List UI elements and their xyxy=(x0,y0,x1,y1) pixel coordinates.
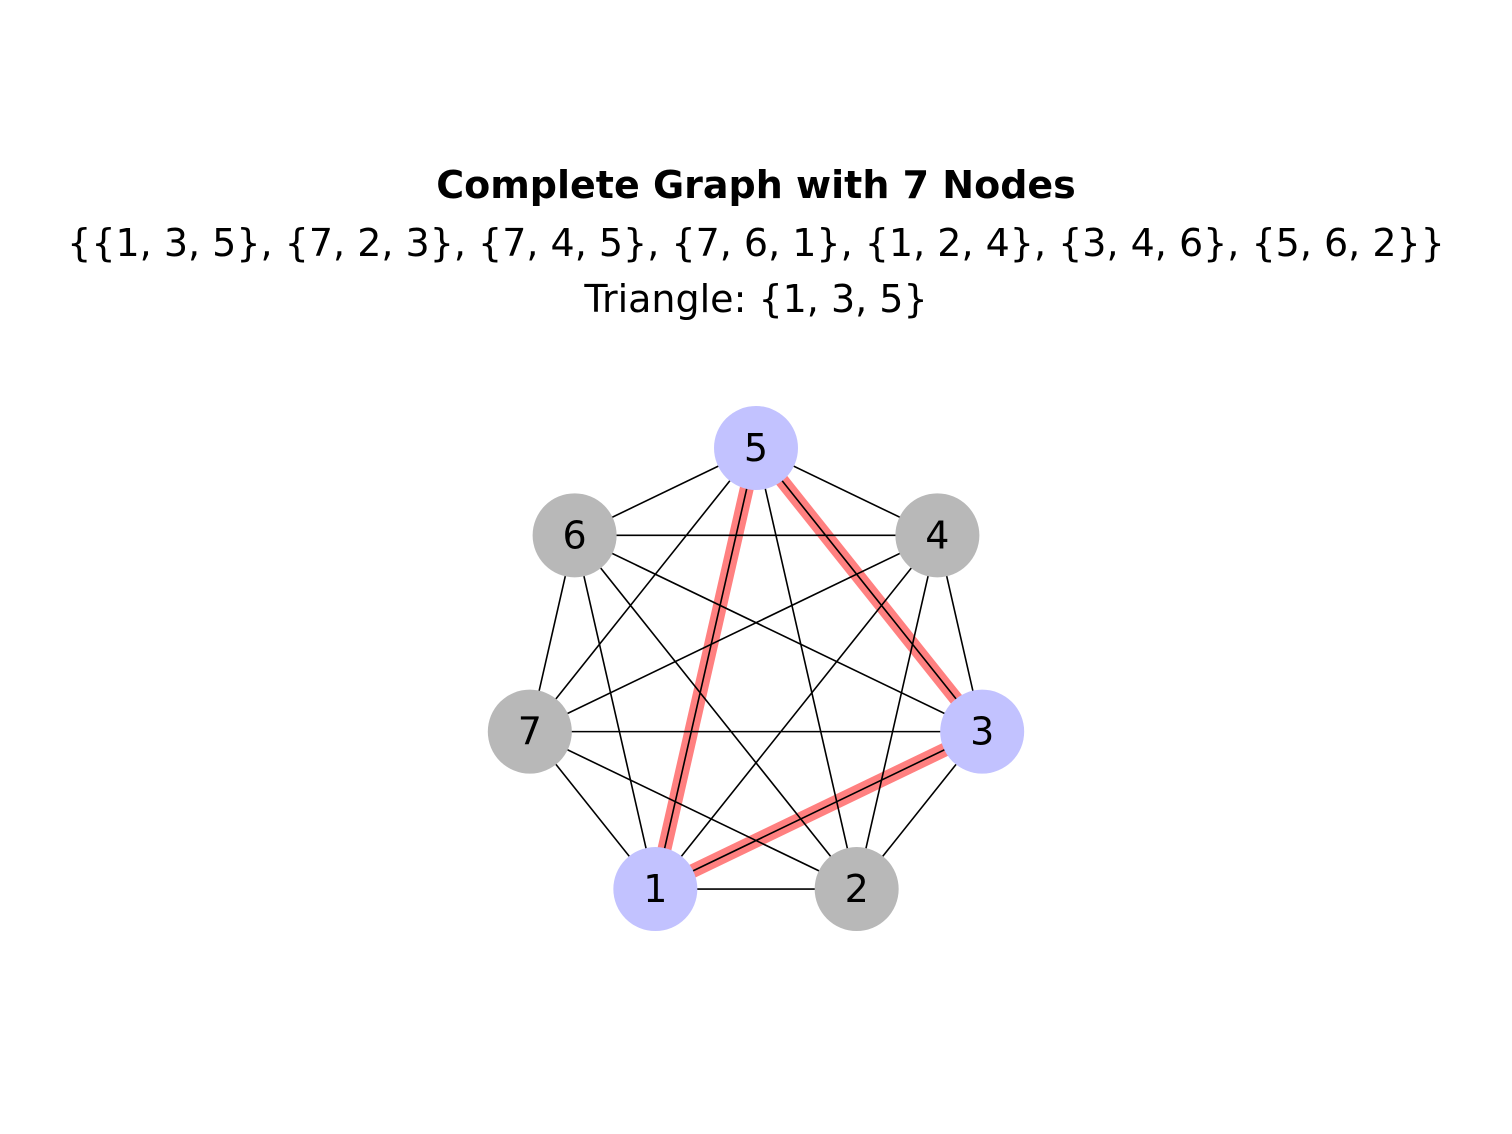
node-circle-1 xyxy=(613,847,698,932)
node-layer: 1 2 3 4 5 6 7 xyxy=(487,406,1025,932)
node-label-5: 5 xyxy=(744,426,768,470)
edge-4-7 xyxy=(529,534,938,733)
node-5: 5 xyxy=(714,406,798,490)
node-circle-4 xyxy=(895,493,980,578)
node-label-7: 7 xyxy=(518,710,542,754)
node-circle-5 xyxy=(714,406,798,490)
node-circle-3 xyxy=(940,689,1025,774)
edge-1-5 xyxy=(654,447,757,890)
node-circle-7 xyxy=(487,689,572,774)
edge-layer xyxy=(529,447,983,890)
edge-2-6 xyxy=(573,534,858,890)
node-label-2: 2 xyxy=(845,867,869,911)
edge-1-6 xyxy=(573,535,657,890)
edge-2-7 xyxy=(529,730,858,890)
figure-title: Complete Graph with 7 Nodes {{1, 3, 5}, … xyxy=(0,160,1512,332)
edge-1-3 xyxy=(654,730,983,890)
node-circle-6 xyxy=(532,493,617,578)
node-label-3: 3 xyxy=(970,710,994,754)
node-1: 1 xyxy=(613,847,698,932)
edge-2-4 xyxy=(855,535,939,890)
node-label-4: 4 xyxy=(925,513,949,557)
edge-2-5 xyxy=(755,447,858,890)
node-7: 7 xyxy=(487,689,572,774)
node-2: 2 xyxy=(814,847,899,932)
title-triangle: Triangle: {1, 3, 5} xyxy=(584,277,928,321)
title-main: Complete Graph with 7 Nodes xyxy=(436,163,1076,207)
edge-3-5 xyxy=(755,447,983,733)
node-6: 6 xyxy=(532,493,617,578)
edge-5-7 xyxy=(529,447,757,733)
title-sets: {{1, 3, 5}, {7, 2, 3}, {7, 4, 5}, {7, 6,… xyxy=(67,221,1445,265)
edge-3-6 xyxy=(574,534,983,733)
edge-1-4 xyxy=(654,534,939,890)
node-label-1: 1 xyxy=(643,867,667,911)
node-label-6: 6 xyxy=(563,513,587,557)
node-3: 3 xyxy=(940,689,1025,774)
node-circle-2 xyxy=(814,847,899,932)
node-4: 4 xyxy=(895,493,980,578)
